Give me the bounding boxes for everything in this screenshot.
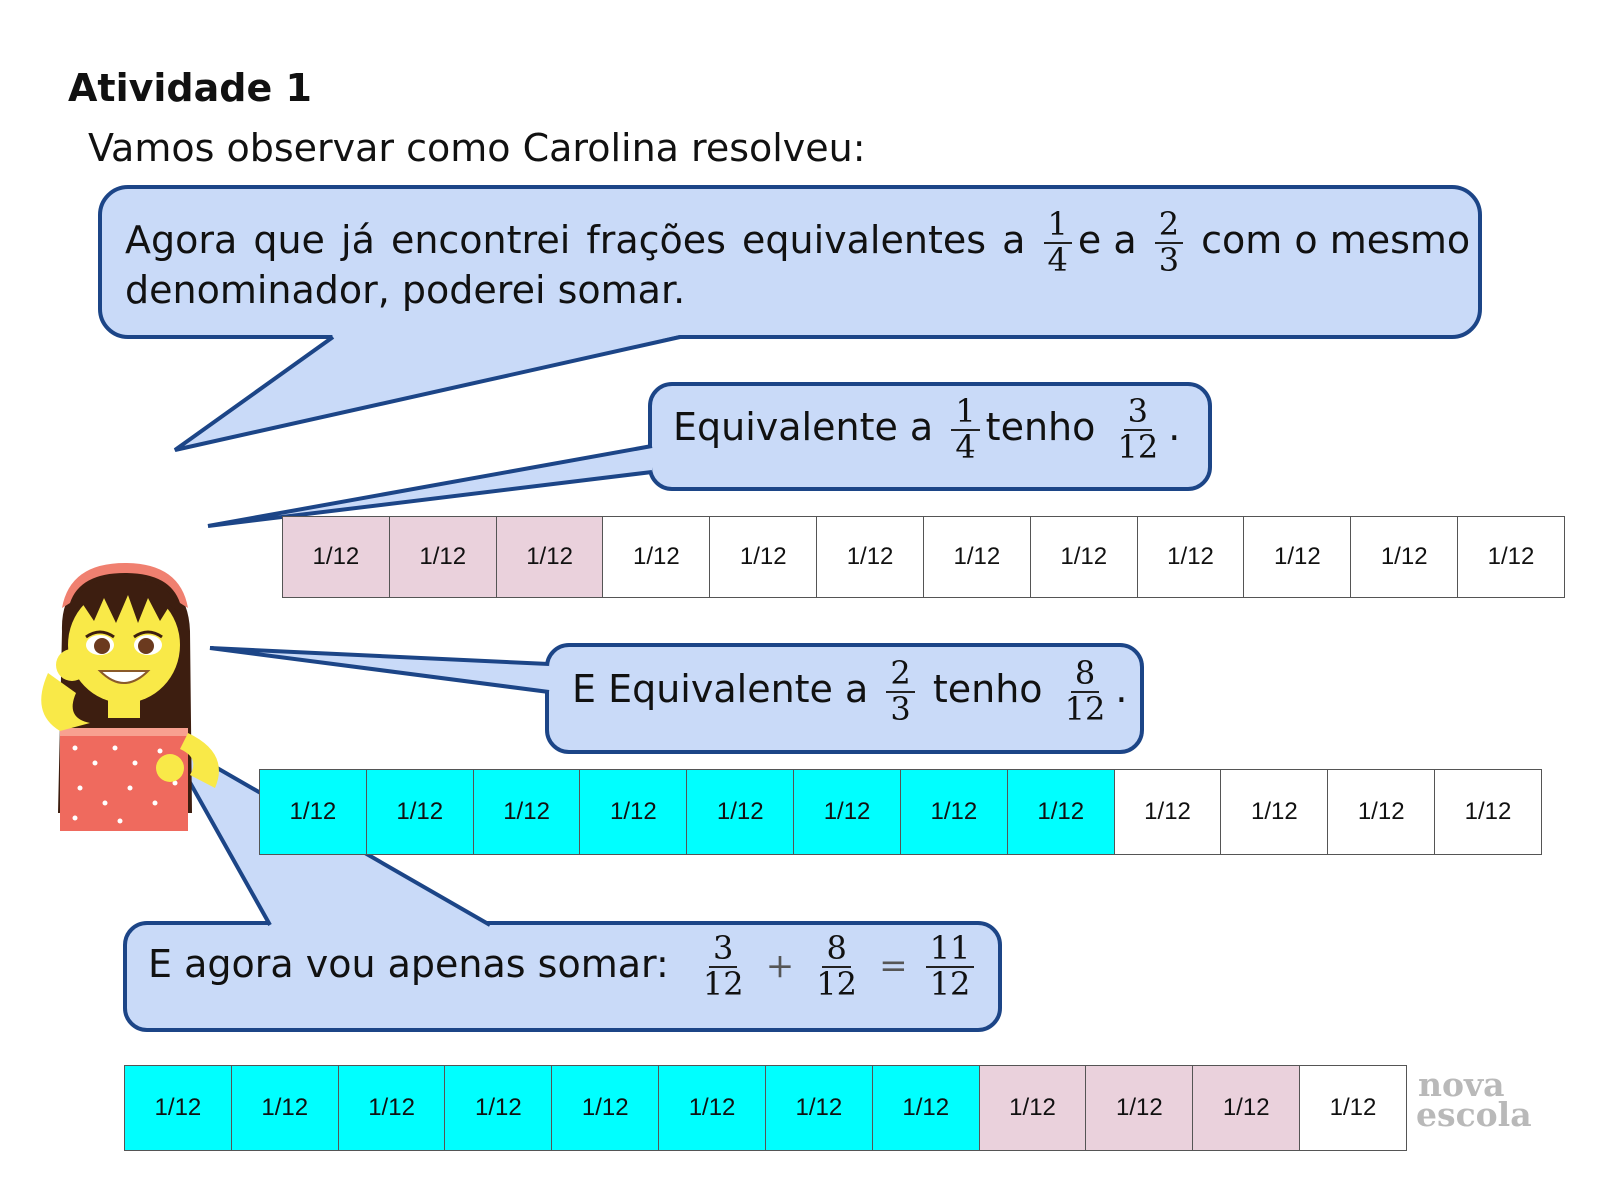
fraction-three-twelfths: 3 12 xyxy=(699,931,748,1003)
fraction-cell: 1/12 xyxy=(389,517,497,597)
fraction-one-quarter: 1 4 xyxy=(1043,207,1072,279)
fraction-cell: 1/12 xyxy=(794,770,901,854)
fraction-cell: 1/12 xyxy=(1221,770,1329,854)
bubble-intro-line2: denominador, poderei somar. xyxy=(125,268,686,312)
fraction-denominator: 3 xyxy=(890,689,911,728)
fraction-eleven-twelfths: 11 12 xyxy=(925,931,975,1003)
fraction-cell: 1/12 xyxy=(366,770,474,854)
fraction-three-twelfths: 3 12 xyxy=(1113,394,1162,466)
fraction-cell: 1/12 xyxy=(1086,1066,1194,1150)
fraction-numerator: 11 xyxy=(925,931,975,968)
bubble-quarter-shape xyxy=(207,382,1212,528)
fraction-numerator: 3 xyxy=(709,931,738,968)
fraction-eight-twelfths: 8 12 xyxy=(812,931,861,1003)
fraction-cell: 1/12 xyxy=(338,1066,446,1150)
fraction-numerator: 1 xyxy=(951,394,980,431)
bubble-quarter-text2: tenho xyxy=(985,405,1096,450)
fraction-denominator: 4 xyxy=(1047,240,1068,279)
fraction-cell: 1/12 xyxy=(1300,1066,1406,1150)
fraction-cell: 1/12 xyxy=(765,1066,873,1150)
fraction-cell: 1/12 xyxy=(231,1066,339,1150)
fraction-cell: 1/12 xyxy=(1328,770,1436,854)
plus-sign: + xyxy=(765,946,795,987)
nova-escola-logo: nova escola xyxy=(1416,1065,1532,1134)
fraction-cell: 1/12 xyxy=(496,517,604,597)
bubble-quarter-text1: Equivalente a xyxy=(673,405,934,450)
fraction-cell: 1/12 xyxy=(687,770,795,854)
fraction-cell: 1/12 xyxy=(923,517,1031,597)
fraction-cell: 1/12 xyxy=(1351,517,1459,597)
fraction-cell: 1/12 xyxy=(1114,770,1222,854)
fraction-cell: 1/12 xyxy=(817,517,924,597)
fraction-denominator: 4 xyxy=(955,427,976,466)
fraction-one-quarter: 1 4 xyxy=(951,394,980,466)
bubble-twothirds-text: E Equivalente a 2 3 tenho 8 12 . xyxy=(572,656,1128,728)
fraction-numerator: 3 xyxy=(1123,394,1152,431)
fraction-denominator: 12 xyxy=(929,964,971,1003)
bubble-sum-text: E agora vou apenas somar: 3 12 + 8 12 = … xyxy=(148,931,980,1003)
bubble-intro-shape xyxy=(98,185,1482,452)
fraction-denominator: 12 xyxy=(816,964,857,1003)
page-title: Atividade 1 xyxy=(68,66,312,110)
fraction-cell: 1/12 xyxy=(1007,770,1115,854)
equals-sign: = xyxy=(879,946,908,987)
fraction-cell: 1/12 xyxy=(710,517,818,597)
page-subtitle: Vamos observar como Carolina resolveu: xyxy=(88,126,866,170)
bubble-intro-text2: e a xyxy=(1077,218,1137,263)
fraction-cell: 1/12 xyxy=(580,770,688,854)
fraction-cell: 1/12 xyxy=(125,1066,232,1150)
fraction-eight-twelfths: 8 12 xyxy=(1061,656,1110,728)
period: . xyxy=(1115,667,1128,712)
fraction-cell: 1/12 xyxy=(283,517,390,597)
logo-line-2: escola xyxy=(1416,1095,1532,1134)
bubble-quarter-text: Equivalente a 1 4 tenho 3 12 . xyxy=(673,394,1181,466)
bubble-intro-text3: com o mesmo xyxy=(1201,218,1471,263)
fraction-cell: 1/12 xyxy=(445,1066,553,1150)
fraction-numerator: 2 xyxy=(1154,207,1184,244)
logo-line-1: nova xyxy=(1418,1065,1505,1104)
fraction-denominator: 12 xyxy=(1117,427,1159,466)
fraction-cell: 1/12 xyxy=(872,1066,980,1150)
fraction-denominator: 3 xyxy=(1158,240,1180,279)
fraction-two-thirds: 2 3 xyxy=(886,656,915,728)
fraction-cell: 1/12 xyxy=(260,770,367,854)
fraction-cell: 1/12 xyxy=(1458,517,1564,597)
fraction-cell: 1/12 xyxy=(473,770,581,854)
carolina-character xyxy=(41,563,219,831)
fraction-cell: 1/12 xyxy=(1137,517,1245,597)
fraction-two-thirds: 2 3 xyxy=(1154,207,1184,279)
fraction-numerator: 8 xyxy=(822,931,851,968)
bubble-twothirds-text2: tenho xyxy=(932,667,1043,712)
fraction-cell: 1/12 xyxy=(900,770,1008,854)
fraction-numerator: 1 xyxy=(1043,207,1072,244)
fraction-cell: 1/12 xyxy=(603,517,711,597)
fraction-numerator: 2 xyxy=(886,656,915,693)
fraction-denominator: 12 xyxy=(1064,689,1106,728)
bubble-intro-line1: Agora que já encontrei frações equivalen… xyxy=(125,207,1471,279)
bubble-intro-text1: Agora que já encontrei frações equivalen… xyxy=(125,218,1026,263)
fraction-cell: 1/12 xyxy=(552,1066,660,1150)
fraction-cell: 1/12 xyxy=(1193,1066,1301,1150)
period: . xyxy=(1168,405,1181,450)
fraction-cell: 1/12 xyxy=(979,1066,1087,1150)
fraction-cell: 1/12 xyxy=(1435,770,1541,854)
bubble-twothirds-shape xyxy=(209,643,1144,754)
bubble-twothirds-text1: E Equivalente a xyxy=(572,667,869,712)
fraction-cell: 1/12 xyxy=(1244,517,1352,597)
bubble-sum-text1: E agora vou apenas somar: xyxy=(148,942,669,987)
fraction-numerator: 8 xyxy=(1070,656,1100,693)
fraction-cell: 1/12 xyxy=(659,1066,766,1150)
fraction-cell: 1/12 xyxy=(1030,517,1138,597)
fraction-denominator: 12 xyxy=(702,964,744,1003)
